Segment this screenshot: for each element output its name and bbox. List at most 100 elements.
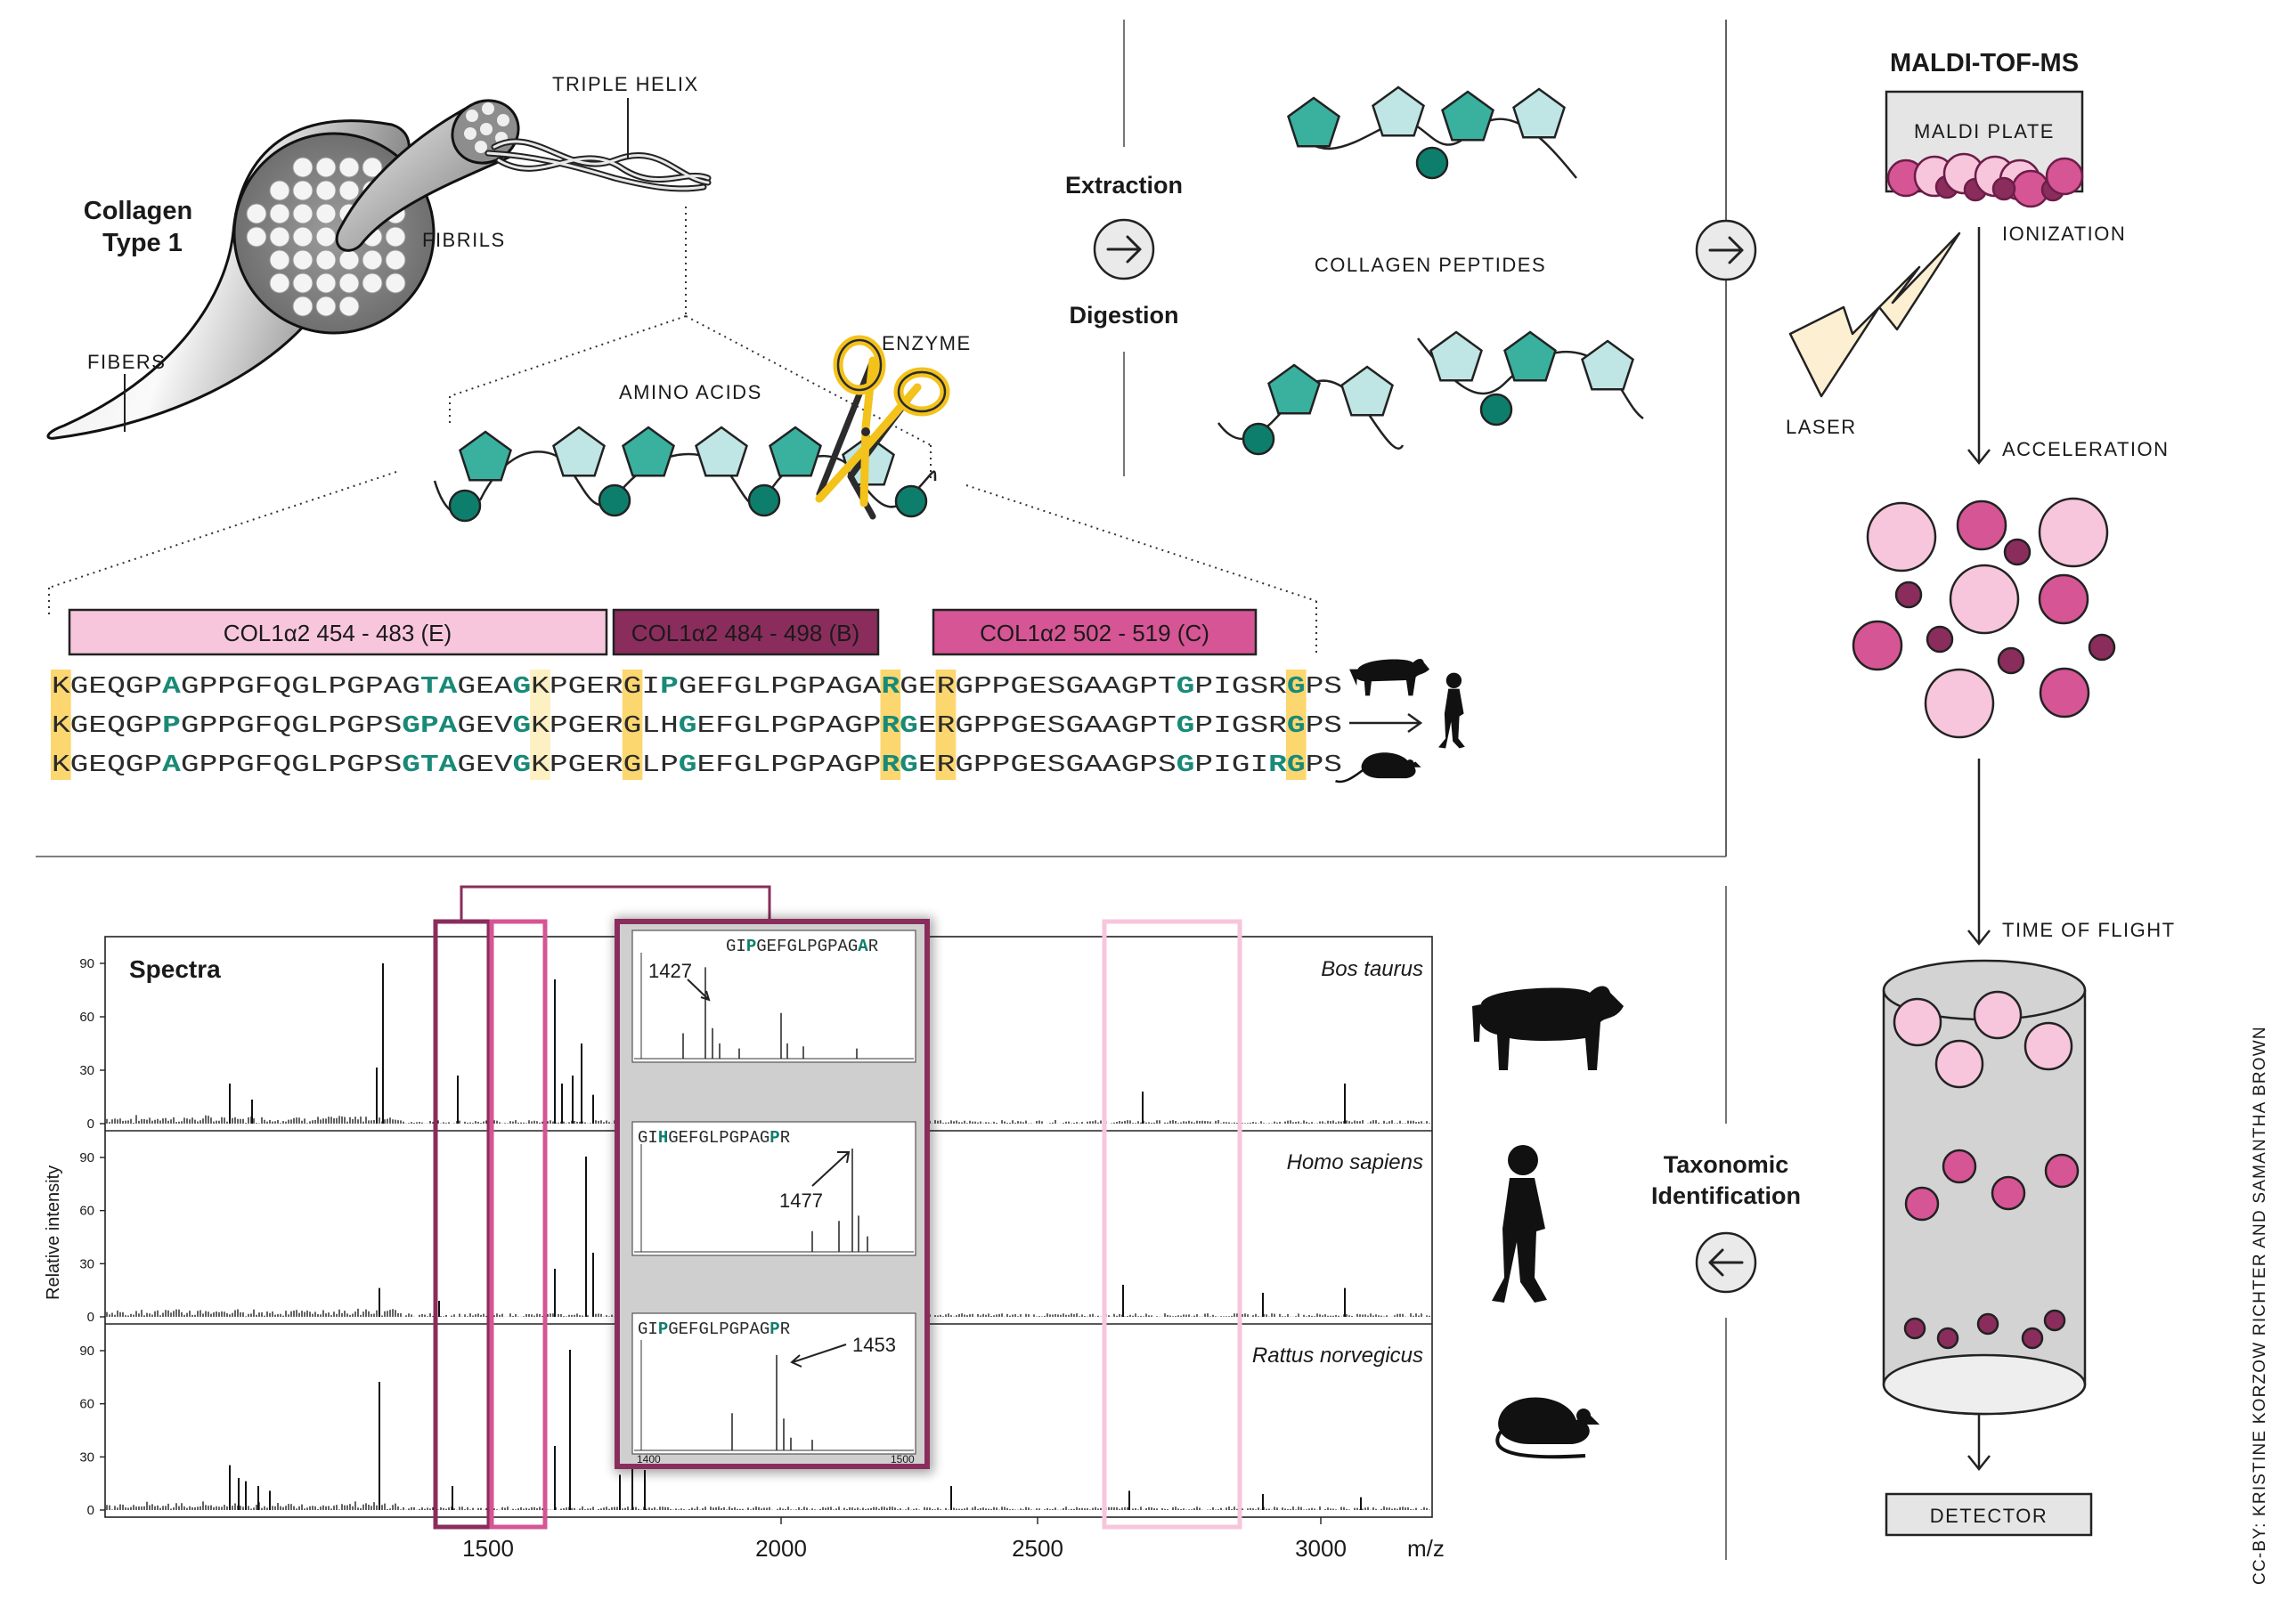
- to-maldi-arrow-button: [1695, 219, 1757, 281]
- taxonomic-arrow-button: [1695, 1231, 1757, 1294]
- x-tick-label: 3000: [1295, 1535, 1347, 1562]
- scissors-icon: [815, 335, 950, 520]
- cleavage-bar: [935, 670, 957, 780]
- amino-acid-pentagon: [552, 426, 606, 477]
- spectra-traces: [106, 963, 1430, 1510]
- peptide-label-e: COL1α2 454 - 483 (E): [224, 620, 452, 646]
- collagen-peptide-fragments: [1217, 85, 1644, 456]
- peptide-label-c: COL1α2 502 - 519 (C): [980, 620, 1209, 646]
- fibril-dot: [362, 249, 383, 271]
- fibril-dot: [269, 203, 290, 224]
- y-tick-label: 0: [87, 1503, 94, 1518]
- peptide-pentagon: [1441, 90, 1494, 142]
- fibril-dot: [315, 226, 337, 248]
- arrow-right-icon: [1349, 712, 1423, 734]
- fibrils-label: FIBRILS: [422, 229, 506, 251]
- maldi-title: MALDI-TOF-MS: [1890, 49, 2079, 77]
- inset-peak-1427: 1427: [648, 960, 692, 982]
- cleavage-bar: [51, 670, 71, 780]
- amino-acid-pentagon: [622, 426, 675, 477]
- y-tick-label: 0: [87, 1310, 94, 1325]
- fibril-dot: [338, 249, 360, 271]
- y-tick-label: 0: [87, 1116, 94, 1132]
- spectrum-noise: [106, 1501, 1430, 1510]
- rat-icon-large: [1495, 1397, 1600, 1459]
- spectra-highlight-windows: [433, 885, 1242, 1530]
- maldi-flow-arrows: [1967, 227, 1991, 1472]
- species-homo-sapiens: Homo sapiens: [1287, 1150, 1423, 1174]
- fibril-dot: [246, 226, 267, 248]
- peptide-pentagon: [1340, 365, 1394, 417]
- amino-acid-circle: [448, 489, 482, 523]
- species-arrow: [1349, 712, 1423, 734]
- amino-acid-circle: [598, 483, 631, 517]
- inset-peaks: [731, 1354, 813, 1450]
- fibril-dot: [385, 272, 406, 294]
- fibril-dot: [269, 249, 290, 271]
- peptide-box-e: [68, 608, 608, 656]
- rat-icon: [1335, 752, 1421, 784]
- leader-lines: [124, 98, 629, 432]
- fibril-dot: [269, 272, 290, 294]
- species-rattus-norvegicus: Rattus norvegicus: [1252, 1344, 1423, 1368]
- human-icon: [1438, 672, 1465, 749]
- peptide-pentagon: [1287, 96, 1340, 148]
- collagen-title-line2: Type 1: [102, 229, 183, 257]
- y-tick-label: 30: [79, 1063, 94, 1078]
- amino-acid-pentagon: [695, 426, 748, 477]
- peptide-label-boxes: COL1α2 454 - 483 (E) COL1α2 484 - 498 (B…: [68, 608, 1258, 656]
- fibers-label: FIBERS: [87, 351, 166, 373]
- peptide-pentagon: [1512, 87, 1566, 139]
- window-e: [1102, 919, 1242, 1530]
- window-b: [433, 919, 492, 1530]
- arrow-right-icon: [1708, 236, 1744, 264]
- collagen-peptides-label: COLLAGEN PEPTIDES: [1315, 254, 1546, 276]
- triple-helix-strands-inner: [486, 140, 710, 191]
- zoom-inset: GIPGEFGLPGPAGAR GIHGEFGLPGPAGPR GIPGEFGL…: [615, 917, 933, 1474]
- fibril-dot: [362, 157, 383, 178]
- spectra-title: Spectra: [129, 955, 221, 983]
- fibril-dot: [292, 226, 314, 248]
- arrow-left-icon: [1708, 1248, 1744, 1277]
- spectra-ylabel: Relative intensity: [44, 1165, 63, 1300]
- fibril-dot: [292, 203, 314, 224]
- frame-lines: [36, 20, 1727, 1560]
- digestion-label: Digestion: [1069, 302, 1178, 329]
- cow-icon-large: [1472, 986, 1624, 1070]
- collagen-fiber-illustration: [46, 98, 1317, 654]
- fibril-dot: [292, 180, 314, 201]
- peptide-circle: [1479, 393, 1513, 426]
- peptide-pentagon: [1503, 330, 1557, 382]
- inset-peak-1477: 1477: [779, 1190, 823, 1212]
- amino-acids-label: AMINO ACIDS: [619, 381, 762, 403]
- fibril-dot: [292, 249, 314, 271]
- inset-axis-1500: 1500: [891, 1453, 915, 1466]
- fibril-dot: [385, 249, 406, 271]
- ionization-label: IONIZATION: [2002, 223, 2126, 245]
- enzyme-label: ENZYME: [882, 332, 972, 354]
- triple-helix-label: TRIPLE HELIX: [552, 73, 699, 95]
- maldi-plate-samples: [1886, 152, 2084, 208]
- fibril-dot: [338, 157, 360, 178]
- fibril-dot: [292, 272, 314, 294]
- fibril-dot: [315, 180, 337, 201]
- peptide-box-c: [932, 608, 1258, 656]
- fibril-dot: [315, 203, 337, 224]
- fibril-dot: [338, 180, 360, 201]
- cleavage-bar: [1285, 670, 1307, 780]
- y-tick-label: 60: [79, 1010, 94, 1025]
- fibril-dot: [269, 180, 290, 201]
- ion-cloud: [1852, 497, 2116, 739]
- inset-peptide-3: GIPGEFGLPGPAGPR: [638, 1320, 790, 1339]
- inset-axis-1400: 1400: [637, 1453, 661, 1466]
- x-tick-label: 1500: [462, 1535, 514, 1562]
- cleavage-bar: [880, 670, 901, 780]
- peptide-pentagon: [1267, 363, 1321, 415]
- peptide-circle: [1242, 422, 1275, 456]
- y-tick-label: 30: [79, 1256, 94, 1271]
- peptide-circle: [1415, 146, 1449, 180]
- fibril-dot: [269, 226, 290, 248]
